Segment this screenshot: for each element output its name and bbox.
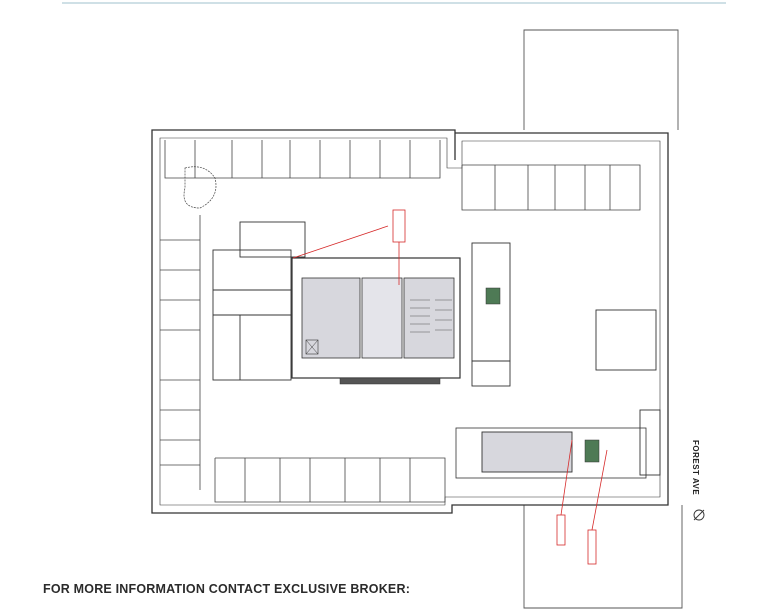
top-offices [164,140,441,179]
east-rooms [471,242,661,476]
left-offices [160,215,201,490]
footer-contact: FOR MORE INFORMATION CONTACT EXCLUSIVE B… [43,582,411,596]
top-right-offices [461,164,641,211]
terrace-outline [523,29,683,609]
south-east-room [455,427,647,479]
street-name: FOREST AVE [691,440,700,496]
curved-wall [183,166,217,209]
building-core [291,257,461,385]
west-rooms [212,221,306,381]
north-arrow-icon [693,509,705,521]
east-stair [485,287,501,305]
building-outline [151,129,669,514]
street-label: FOREST AVE [688,440,702,520]
red-callouts [292,209,608,565]
bottom-offices [214,457,446,503]
